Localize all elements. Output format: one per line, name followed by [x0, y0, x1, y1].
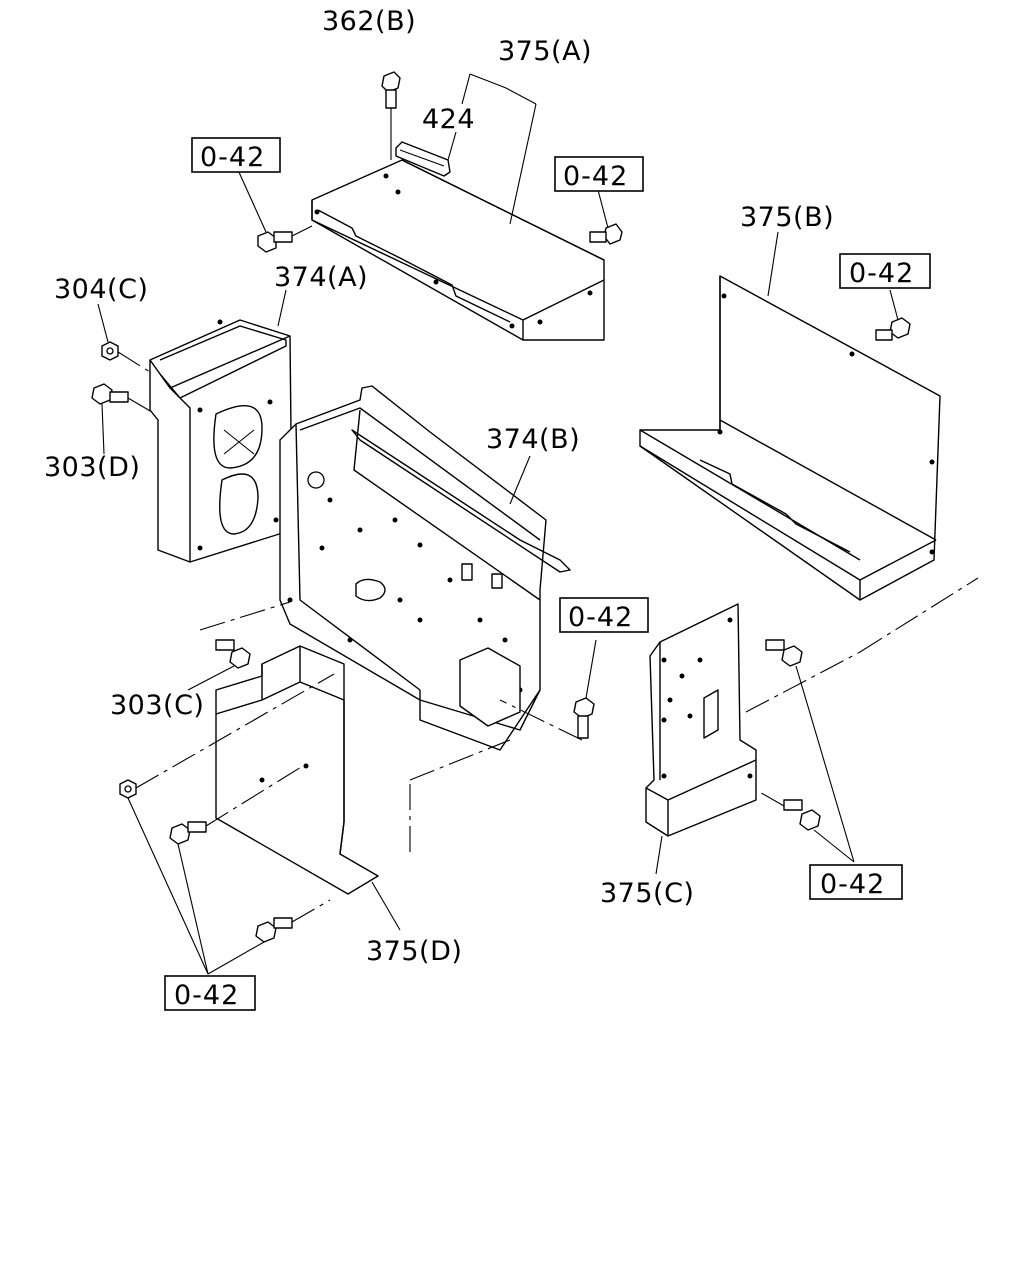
bolt-right-middle — [499, 639, 597, 741]
ref-box-middle: 0-42 — [568, 602, 633, 633]
fasteners-bottom-left — [119, 673, 335, 975]
bolt-303c — [187, 601, 291, 691]
panel-375c — [645, 577, 979, 837]
bolt-top-right — [589, 189, 623, 245]
ref-box-375c: 0-42 — [820, 869, 885, 900]
reference-boxes: 0-42 0-42 0-42 0-42 0-42 0-42 — [164, 137, 931, 1011]
label-303c: 303(C) — [110, 690, 204, 721]
label-375c: 375(C) — [600, 878, 694, 909]
panel-374b — [279, 385, 571, 751]
bolt-375b — [875, 289, 911, 341]
part-labels: 362(B) 375(A) 424 375(B) 304(C) 374(A) 3… — [44, 6, 834, 967]
ref-box-top-right: 0-42 — [563, 161, 628, 192]
ref-box-top-left: 0-42 — [200, 142, 265, 173]
label-375b: 375(B) — [740, 202, 834, 233]
leader-lines — [277, 73, 779, 931]
bolt-top-left — [237, 169, 313, 253]
bolt-303d — [91, 383, 153, 455]
label-374b: 374(B) — [486, 424, 580, 455]
bolts-375c — [755, 639, 855, 863]
strip-424 — [395, 141, 451, 177]
label-362b: 362(B) — [322, 6, 416, 37]
cover-375a — [311, 159, 605, 341]
label-375d: 375(D) — [366, 936, 462, 967]
bolt-362b — [381, 71, 401, 160]
nut-304c — [97, 303, 151, 373]
tray-375b — [639, 275, 941, 601]
bracket-374a — [149, 319, 293, 563]
label-374a: 374(A) — [274, 262, 368, 293]
label-303d: 303(D) — [44, 452, 140, 483]
ref-box-bottom-left: 0-42 — [174, 980, 239, 1011]
label-375a: 375(A) — [498, 36, 592, 67]
label-304c: 304(C) — [54, 274, 148, 305]
ref-box-375b: 0-42 — [849, 258, 914, 289]
label-424: 424 — [422, 104, 475, 135]
